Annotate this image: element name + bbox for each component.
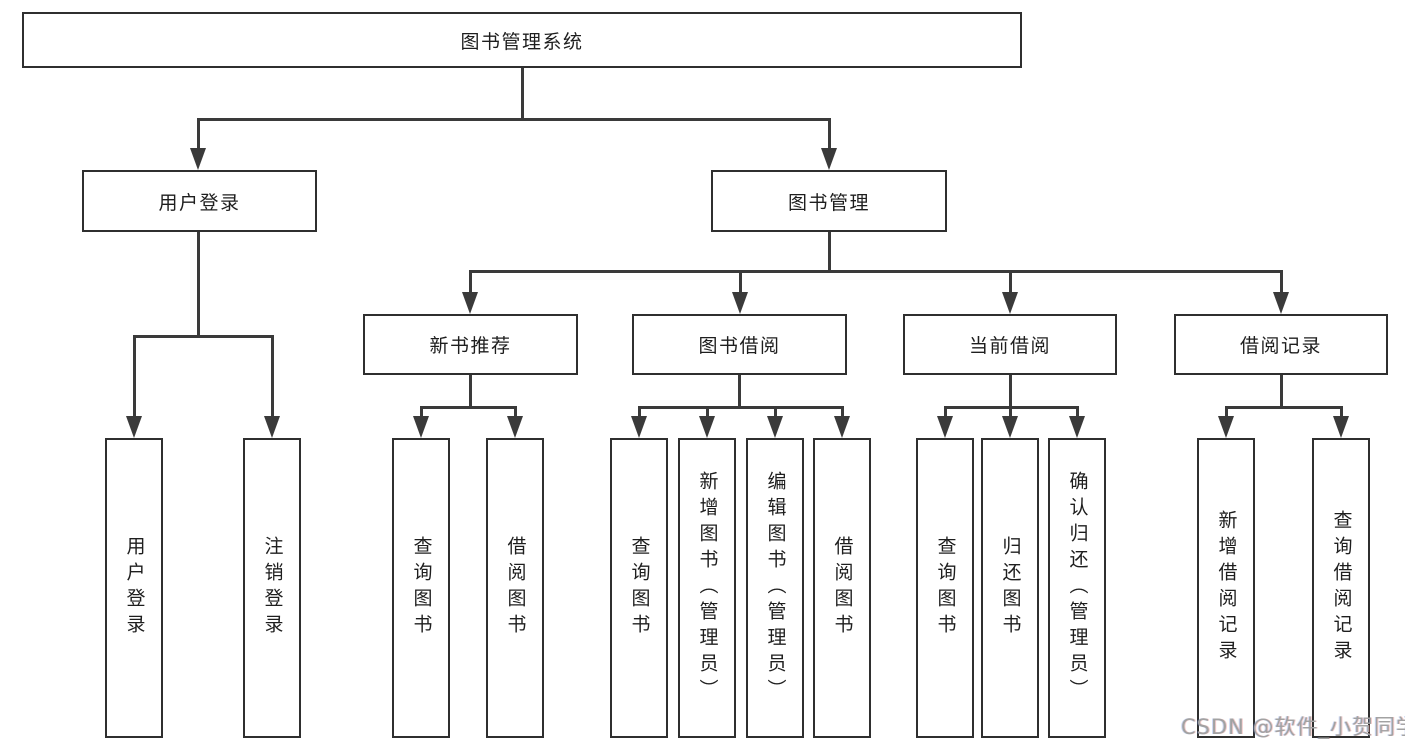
leaf-query-books-borrow: 查询图书 bbox=[610, 438, 668, 738]
connector-line bbox=[638, 406, 641, 418]
arrow-down-icon bbox=[732, 292, 748, 314]
connector-line bbox=[738, 375, 741, 408]
leaf-borrow-books-recommend: 借阅图书 bbox=[486, 438, 544, 738]
node-book-management: 图书管理 bbox=[711, 170, 947, 232]
node-user-login: 用户登录 bbox=[82, 170, 317, 232]
connector-line bbox=[1009, 375, 1012, 408]
arrow-down-icon bbox=[264, 416, 280, 438]
leaf-add-borrow-record: 新增借阅记录 bbox=[1197, 438, 1255, 738]
arrow-down-icon bbox=[1069, 416, 1085, 438]
watermark: CSDN @软件_小贺同学 bbox=[1181, 715, 1405, 739]
arrow-down-icon bbox=[507, 416, 523, 438]
leaf-borrow-books-borrow: 借阅图书 bbox=[813, 438, 871, 738]
arrow-down-icon bbox=[699, 416, 715, 438]
connector-line bbox=[1076, 406, 1079, 418]
arrow-down-icon bbox=[821, 148, 837, 170]
arrow-down-icon bbox=[767, 416, 783, 438]
node-current-borrow: 当前借阅 bbox=[903, 314, 1117, 375]
arrow-down-icon bbox=[462, 292, 478, 314]
leaf-query-books-recommend: 查询图书 bbox=[392, 438, 450, 738]
node-new-book-recommend: 新书推荐 bbox=[363, 314, 578, 375]
connector-line bbox=[1340, 406, 1343, 418]
leaf-query-borrow-record: 查询借阅记录 bbox=[1312, 438, 1370, 738]
connector-line bbox=[197, 232, 200, 337]
connector-line bbox=[638, 406, 843, 409]
leaf-user-login: 用户登录 bbox=[105, 438, 163, 738]
leaf-logout: 注销登录 bbox=[243, 438, 301, 738]
leaf-confirm-return-admin: 确认归还（管理员） bbox=[1048, 438, 1106, 738]
connector-line bbox=[1009, 270, 1012, 294]
connector-line bbox=[521, 68, 524, 119]
leaf-edit-book-admin: 编辑图书（管理员） bbox=[746, 438, 804, 738]
arrow-down-icon bbox=[1333, 416, 1349, 438]
connector-line bbox=[944, 406, 947, 418]
connector-line bbox=[271, 335, 274, 416]
arrow-down-icon bbox=[190, 148, 206, 170]
connector-line bbox=[197, 118, 200, 148]
arrow-down-icon bbox=[631, 416, 647, 438]
arrow-down-icon bbox=[1002, 416, 1018, 438]
connector-line bbox=[1009, 406, 1012, 418]
connector-line bbox=[420, 406, 516, 409]
connector-line bbox=[739, 270, 742, 294]
connector-line bbox=[706, 406, 709, 418]
arrow-down-icon bbox=[834, 416, 850, 438]
connector-line bbox=[469, 270, 1282, 273]
arrow-down-icon bbox=[1002, 292, 1018, 314]
leaf-query-books-current: 查询图书 bbox=[916, 438, 974, 738]
connector-line bbox=[514, 406, 517, 418]
arrow-down-icon bbox=[937, 416, 953, 438]
node-book-borrow: 图书借阅 bbox=[632, 314, 847, 375]
node-root: 图书管理系统 bbox=[22, 12, 1022, 68]
connector-line bbox=[774, 406, 777, 418]
arrow-down-icon bbox=[126, 416, 142, 438]
connector-line bbox=[133, 335, 273, 338]
leaf-add-book-admin: 新增图书（管理员） bbox=[678, 438, 736, 738]
connector-line bbox=[197, 118, 831, 121]
connector-line bbox=[828, 118, 831, 148]
connector-line bbox=[1280, 375, 1283, 408]
connector-line bbox=[420, 406, 423, 418]
connector-line bbox=[841, 406, 844, 418]
connector-line bbox=[828, 232, 831, 272]
connector-line bbox=[469, 375, 472, 408]
connector-line bbox=[1280, 270, 1283, 294]
connector-line bbox=[133, 335, 136, 416]
arrow-down-icon bbox=[1273, 292, 1289, 314]
arrow-down-icon bbox=[413, 416, 429, 438]
connector-line bbox=[469, 270, 472, 294]
arrow-down-icon bbox=[1218, 416, 1234, 438]
node-borrow-records: 借阅记录 bbox=[1174, 314, 1388, 375]
connector-line bbox=[1225, 406, 1228, 418]
connector-line bbox=[1225, 406, 1342, 409]
leaf-return-book: 归还图书 bbox=[981, 438, 1039, 738]
